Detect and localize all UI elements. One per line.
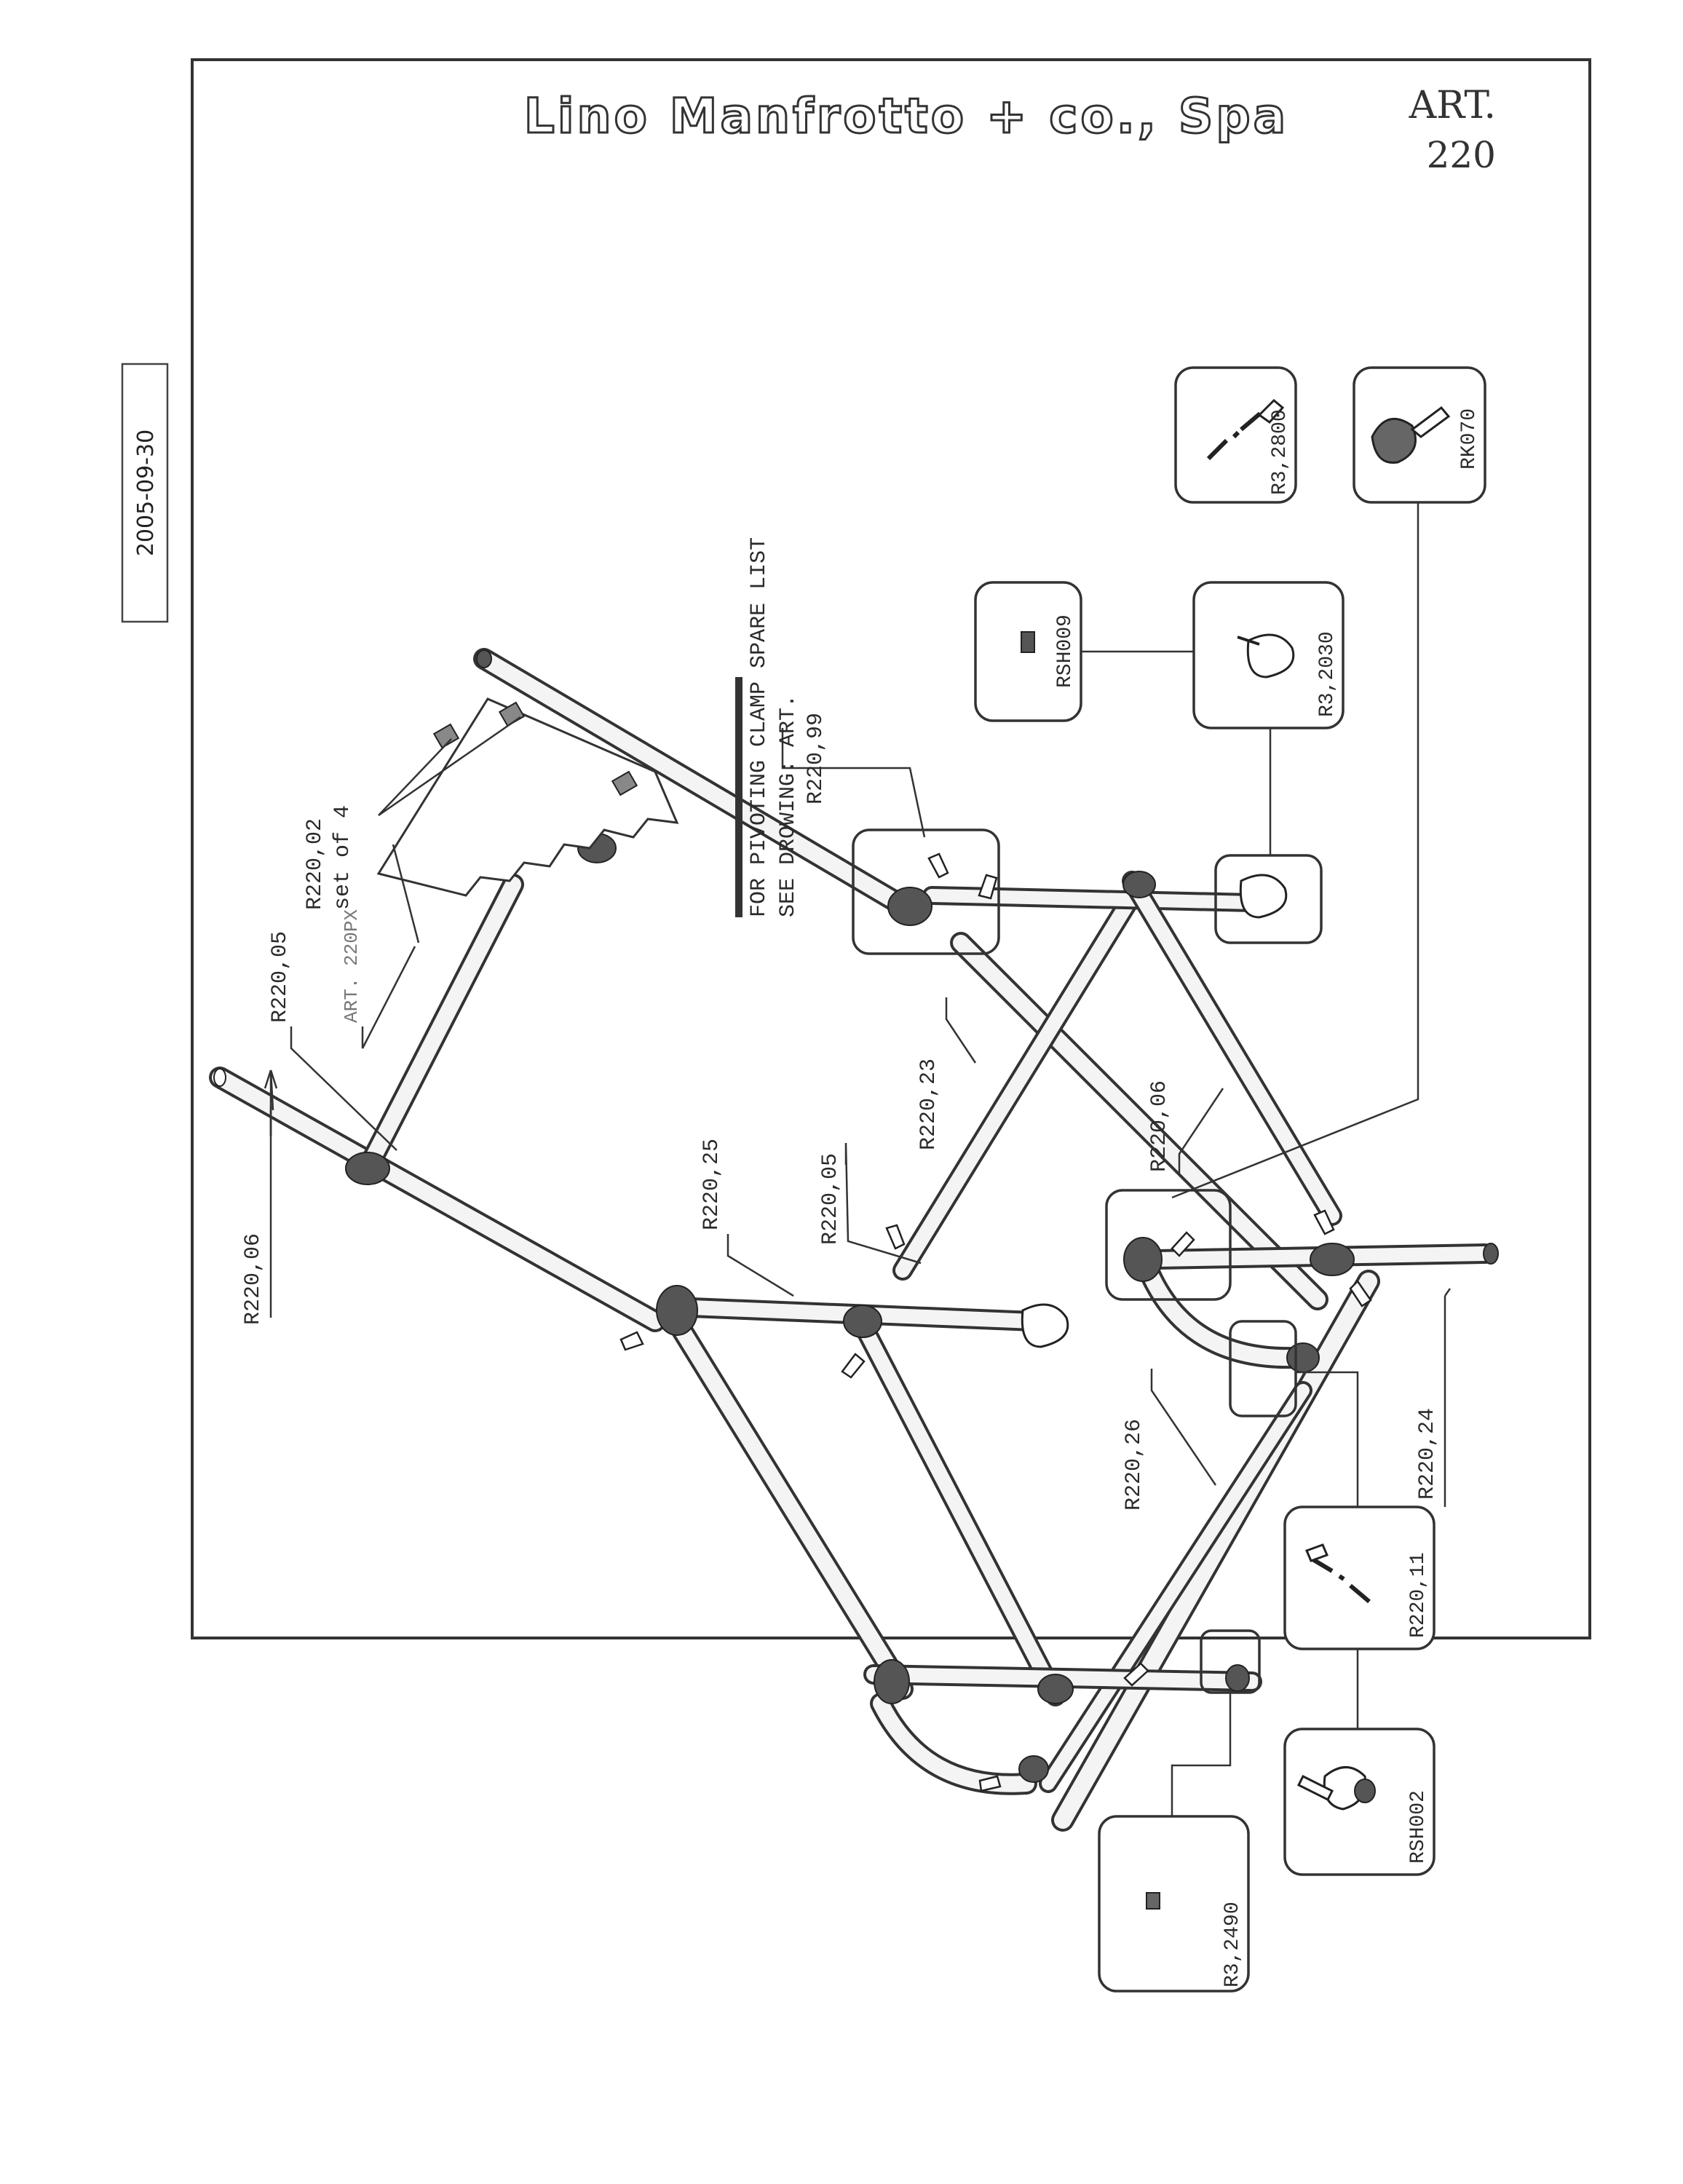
clamp-knob-icon bbox=[1246, 633, 1295, 678]
label-r220-06-top: R220,06 bbox=[241, 1233, 266, 1325]
wing-knobs bbox=[619, 852, 1372, 1792]
label-set-of-4: set of 4 bbox=[330, 805, 355, 910]
pivot-note-leader bbox=[781, 728, 926, 838]
label-art-220px: ART. 220PX bbox=[341, 909, 363, 1023]
date-stamp-text: 2005-09-30 bbox=[133, 430, 159, 556]
box-rk070-label: RK070 bbox=[1458, 408, 1481, 470]
label-r220-02: R220,02 bbox=[303, 818, 328, 910]
box-r3-2800-label: R3,2800 bbox=[1269, 409, 1291, 495]
spare-part-boxes: RSH009 R3,2030 R3,2800 RK070 R220,11 RSH… bbox=[974, 366, 1486, 1993]
box-r220-11-label: R220,11 bbox=[1407, 1552, 1430, 1638]
accessory-plate bbox=[376, 697, 679, 897]
pivot-note-bar bbox=[735, 677, 742, 917]
joint-callout-right bbox=[1105, 1189, 1232, 1301]
r220-11-leader bbox=[1296, 1371, 1359, 1507]
rk070-leader bbox=[1171, 502, 1419, 1199]
date-stamp bbox=[121, 363, 169, 623]
foot-cap-icon bbox=[1146, 1892, 1160, 1910]
label-r220-26: R220,26 bbox=[1122, 1419, 1147, 1511]
label-r220-06-mid: R220,06 bbox=[1147, 1080, 1172, 1172]
label-r220-25: R220,25 bbox=[700, 1139, 724, 1230]
company-title: Lino Manfrotto + co., Spa bbox=[524, 88, 1288, 144]
box-r3-2030-label: R3,2030 bbox=[1316, 631, 1339, 717]
art-label: ART. bbox=[1409, 84, 1496, 127]
art-number: 220 bbox=[1427, 134, 1496, 176]
set-screw-icon bbox=[1021, 631, 1035, 653]
box-r3-2490-label: R3,2490 bbox=[1221, 1902, 1244, 1987]
tube-joints bbox=[213, 649, 1499, 1783]
box-r3-2490 bbox=[1098, 1815, 1250, 1993]
end-clamp-head bbox=[1021, 1303, 1069, 1348]
screw-wing-icon bbox=[1206, 411, 1262, 461]
box-rsh002-label: RSH002 bbox=[1407, 1790, 1430, 1864]
part-labels: R220,06 R220,05 ART. 220PX R220,02 set o… bbox=[241, 716, 1452, 1511]
pivot-note-line2: SEE DROWING: ART. bbox=[776, 695, 801, 917]
label-r220-05-mid: R220,05 bbox=[818, 1153, 843, 1245]
pivot-clamp-callout bbox=[852, 828, 1000, 955]
joint-callout-r3-2030 bbox=[1214, 854, 1323, 944]
pivot-note-line3: R220,99 bbox=[804, 713, 828, 804]
box-rsh009-label: RSH009 bbox=[1054, 614, 1077, 688]
joint-callout-r220-11 bbox=[1229, 1320, 1297, 1417]
label-r220-24: R220,24 bbox=[1415, 1408, 1440, 1500]
clamp-head-icon bbox=[1239, 874, 1288, 919]
tube-frame bbox=[209, 648, 1495, 1832]
knob-set-icon bbox=[1371, 418, 1417, 464]
label-r220-05-top: R220,05 bbox=[268, 931, 293, 1023]
box-rsh002 bbox=[1283, 1728, 1436, 1876]
box-r220-11 bbox=[1283, 1506, 1436, 1650]
r3-2490-leader bbox=[1171, 1693, 1232, 1816]
pivot-note-line1: FOR PIVOTING CLAMP SPARE LIST bbox=[747, 537, 772, 917]
label-r220-23: R220,23 bbox=[916, 1059, 941, 1150]
